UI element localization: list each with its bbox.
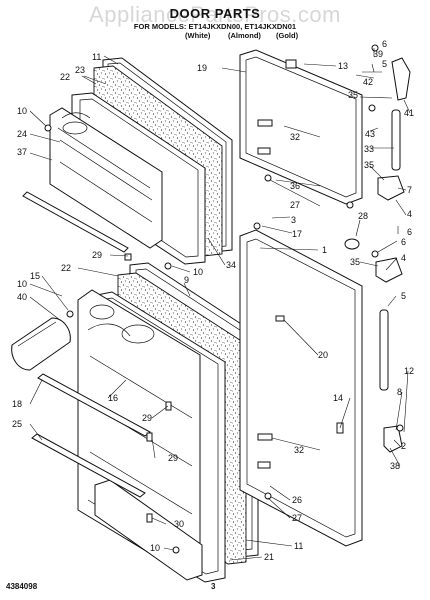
- freezer-shelf-bar: [22, 191, 129, 253]
- hinge-top: [391, 57, 411, 101]
- callout-6: 6: [401, 237, 406, 247]
- callout-32: 32: [290, 132, 300, 142]
- callout-38: 38: [390, 461, 400, 471]
- callout-19: 19: [197, 63, 207, 73]
- callout-5: 5: [382, 59, 387, 69]
- callout-40: 40: [17, 292, 27, 302]
- callout-23: 23: [75, 65, 85, 75]
- variant-gold: (Gold): [276, 31, 299, 40]
- callout-43: 43: [365, 129, 375, 139]
- callout-21: 21: [264, 552, 274, 562]
- callout-22: 22: [60, 72, 70, 82]
- callout-35: 35: [350, 257, 360, 267]
- callout-6: 6: [382, 39, 387, 49]
- callout-10: 10: [17, 106, 27, 116]
- freezer-door-shelf: [49, 107, 163, 249]
- watermark-text: AppliancePartsPros.com: [89, 2, 341, 27]
- variant-white: (White): [185, 31, 211, 40]
- callout-14: 14: [333, 393, 343, 403]
- model-list: FOR MODELS: ET14JKXDN00, ET14JKXDN01: [133, 22, 297, 31]
- callout-36: 36: [290, 181, 300, 191]
- callout-2: 2: [401, 441, 406, 451]
- callout-29: 29: [168, 453, 178, 463]
- hinge-center: [375, 175, 405, 283]
- handle-lower: [379, 309, 389, 391]
- callout-27: 27: [290, 200, 300, 210]
- callout-3: 3: [291, 215, 296, 225]
- callout-29: 29: [92, 250, 102, 260]
- callout-28: 28: [358, 211, 368, 221]
- page-title: DOOR PARTS: [169, 6, 261, 21]
- callout-42: 42: [363, 77, 373, 87]
- callout-4: 4: [401, 253, 406, 263]
- callout-25: 25: [12, 419, 22, 429]
- door-shelf-bar-lower: [31, 433, 146, 498]
- callout-30: 30: [174, 519, 184, 529]
- callout-32: 32: [294, 445, 304, 455]
- callout-41: 41: [404, 108, 414, 118]
- callout-35: 35: [364, 160, 374, 170]
- callout-1: 1: [322, 245, 327, 255]
- callout-9: 9: [184, 275, 189, 285]
- callout-13: 13: [338, 61, 348, 71]
- callout-4: 4: [407, 209, 412, 219]
- leader-lines: [29, 48, 411, 561]
- callout-8: 8: [397, 387, 402, 397]
- callout-18: 18: [12, 399, 22, 409]
- callout-35: 35: [348, 90, 358, 100]
- callout-20: 20: [318, 350, 328, 360]
- callout-37: 37: [17, 147, 27, 157]
- handle-upper: [391, 109, 401, 171]
- callout-10: 10: [193, 267, 203, 277]
- callout-10: 10: [150, 543, 160, 553]
- door-stops: [257, 119, 273, 469]
- hinge-bottom: [383, 425, 403, 453]
- callout-7: 7: [407, 185, 412, 195]
- callout-24: 24: [17, 129, 27, 139]
- callout-11: 11: [92, 52, 101, 62]
- callout-34: 34: [226, 260, 236, 270]
- callout-5: 5: [401, 291, 406, 301]
- dairy-compartment-door: [11, 317, 71, 371]
- callout-12: 12: [404, 366, 414, 376]
- callout-10: 10: [17, 279, 27, 289]
- callout-29: 29: [142, 413, 152, 423]
- callout-17: 17: [292, 229, 302, 239]
- callout-33: 33: [364, 144, 374, 154]
- callout-39: 39: [373, 49, 383, 59]
- callout-22: 22: [61, 263, 71, 273]
- callout-27: 27: [292, 513, 302, 523]
- callout-15: 15: [30, 271, 40, 281]
- document-number: 4384098: [6, 582, 38, 591]
- callout-6: 6: [407, 227, 412, 237]
- freezer-outer-door: [239, 49, 363, 205]
- callout-16: 16: [108, 393, 118, 403]
- callout-labels: 11 23 22 10 24 37 19 13 6 39 5 42 35 41 …: [12, 39, 414, 562]
- variant-almond: (Almond): [228, 31, 261, 40]
- door-shelf-bar-upper: [37, 373, 151, 437]
- small-parts: [124, 59, 360, 523]
- page-number: 3: [211, 582, 216, 591]
- callout-11: 11: [294, 541, 303, 551]
- callout-26: 26: [292, 495, 302, 505]
